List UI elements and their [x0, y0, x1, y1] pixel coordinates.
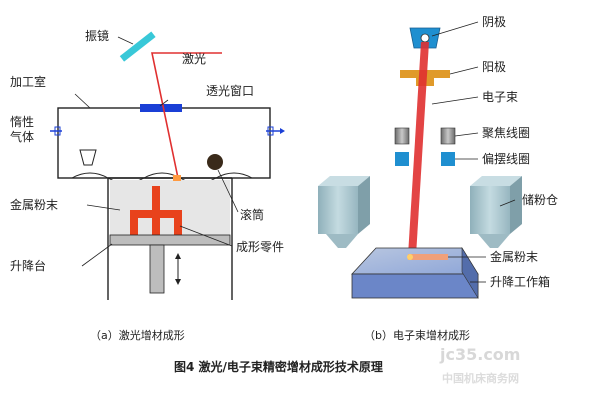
build-box — [351, 246, 479, 300]
label-deflection-coil: 偏摆线圈 — [482, 151, 530, 166]
label-laser: 激光 — [182, 52, 206, 66]
ebeam-panel: 阴极 阳极 电子束 聚焦线圈 偏摆线圈 储粉仓 金属粉末 升降工作箱 （b）电子… — [318, 15, 558, 342]
label-window: 透光窗口 — [206, 84, 254, 98]
powder-surface — [71, 172, 253, 184]
melt-track — [408, 254, 448, 260]
platform-shaft — [149, 244, 165, 294]
label-inert-gas-2: 气体 — [10, 129, 34, 144]
label-metal-powder-a: 金属粉末 — [10, 197, 58, 212]
label-chamber: 加工室 — [10, 74, 46, 89]
electron-beam — [408, 42, 429, 256]
label-part: 成形零件 — [236, 240, 284, 254]
focus-coil-right — [440, 127, 456, 145]
caption-a: （a）激光增材成形 — [90, 328, 185, 342]
updown-arrow-icon — [175, 253, 181, 285]
chamber-box — [57, 107, 271, 179]
label-electron-beam: 电子束 — [482, 90, 518, 104]
gas-outlet-arrow — [266, 126, 285, 136]
powder-hopper-left — [318, 176, 370, 248]
label-roller: 滚筒 — [240, 207, 264, 222]
laser-panel: 振镜 激光 加工室 透光窗口 惰性 气体 金属粉末 滚筒 成形零件 升降台 （a… — [10, 28, 285, 342]
galvo-mirror — [119, 31, 156, 62]
label-metal-powder-b: 金属粉末 — [490, 249, 538, 264]
deflect-coil-left — [395, 152, 409, 166]
laser-beam — [151, 52, 222, 179]
watermark-sub: 中国机床商务网 — [442, 371, 519, 385]
label-inert-gas-1: 惰性 — [10, 115, 34, 129]
part-hotspot — [173, 175, 181, 181]
watermark: jc35.com — [439, 345, 520, 364]
figure-caption: 图4 激光/电子束精密增材成形技术原理 — [174, 359, 383, 374]
window-bar — [140, 104, 182, 112]
focus-coil-left — [394, 127, 410, 145]
label-build-box: 升降工作箱 — [490, 274, 550, 289]
label-cathode: 阴极 — [482, 15, 506, 29]
platform — [109, 234, 231, 246]
deflect-coil-right — [441, 152, 455, 166]
formed-part — [130, 186, 182, 236]
label-focus-coil: 聚焦线圈 — [482, 126, 530, 140]
build-cylinder — [107, 177, 233, 300]
caption-b: （b）电子束增材成形 — [364, 328, 470, 342]
gas-inlet-arrow — [50, 126, 62, 136]
label-platform: 升降台 — [10, 258, 46, 273]
powder-feeder — [79, 149, 97, 166]
label-anode: 阳极 — [482, 60, 506, 74]
powder-bed — [110, 180, 230, 235]
powder-hopper-right — [470, 176, 522, 248]
label-powder-hopper: 储粉仓 — [522, 192, 558, 207]
roller — [207, 154, 223, 170]
label-galvo-mirror: 振镜 — [85, 28, 109, 43]
